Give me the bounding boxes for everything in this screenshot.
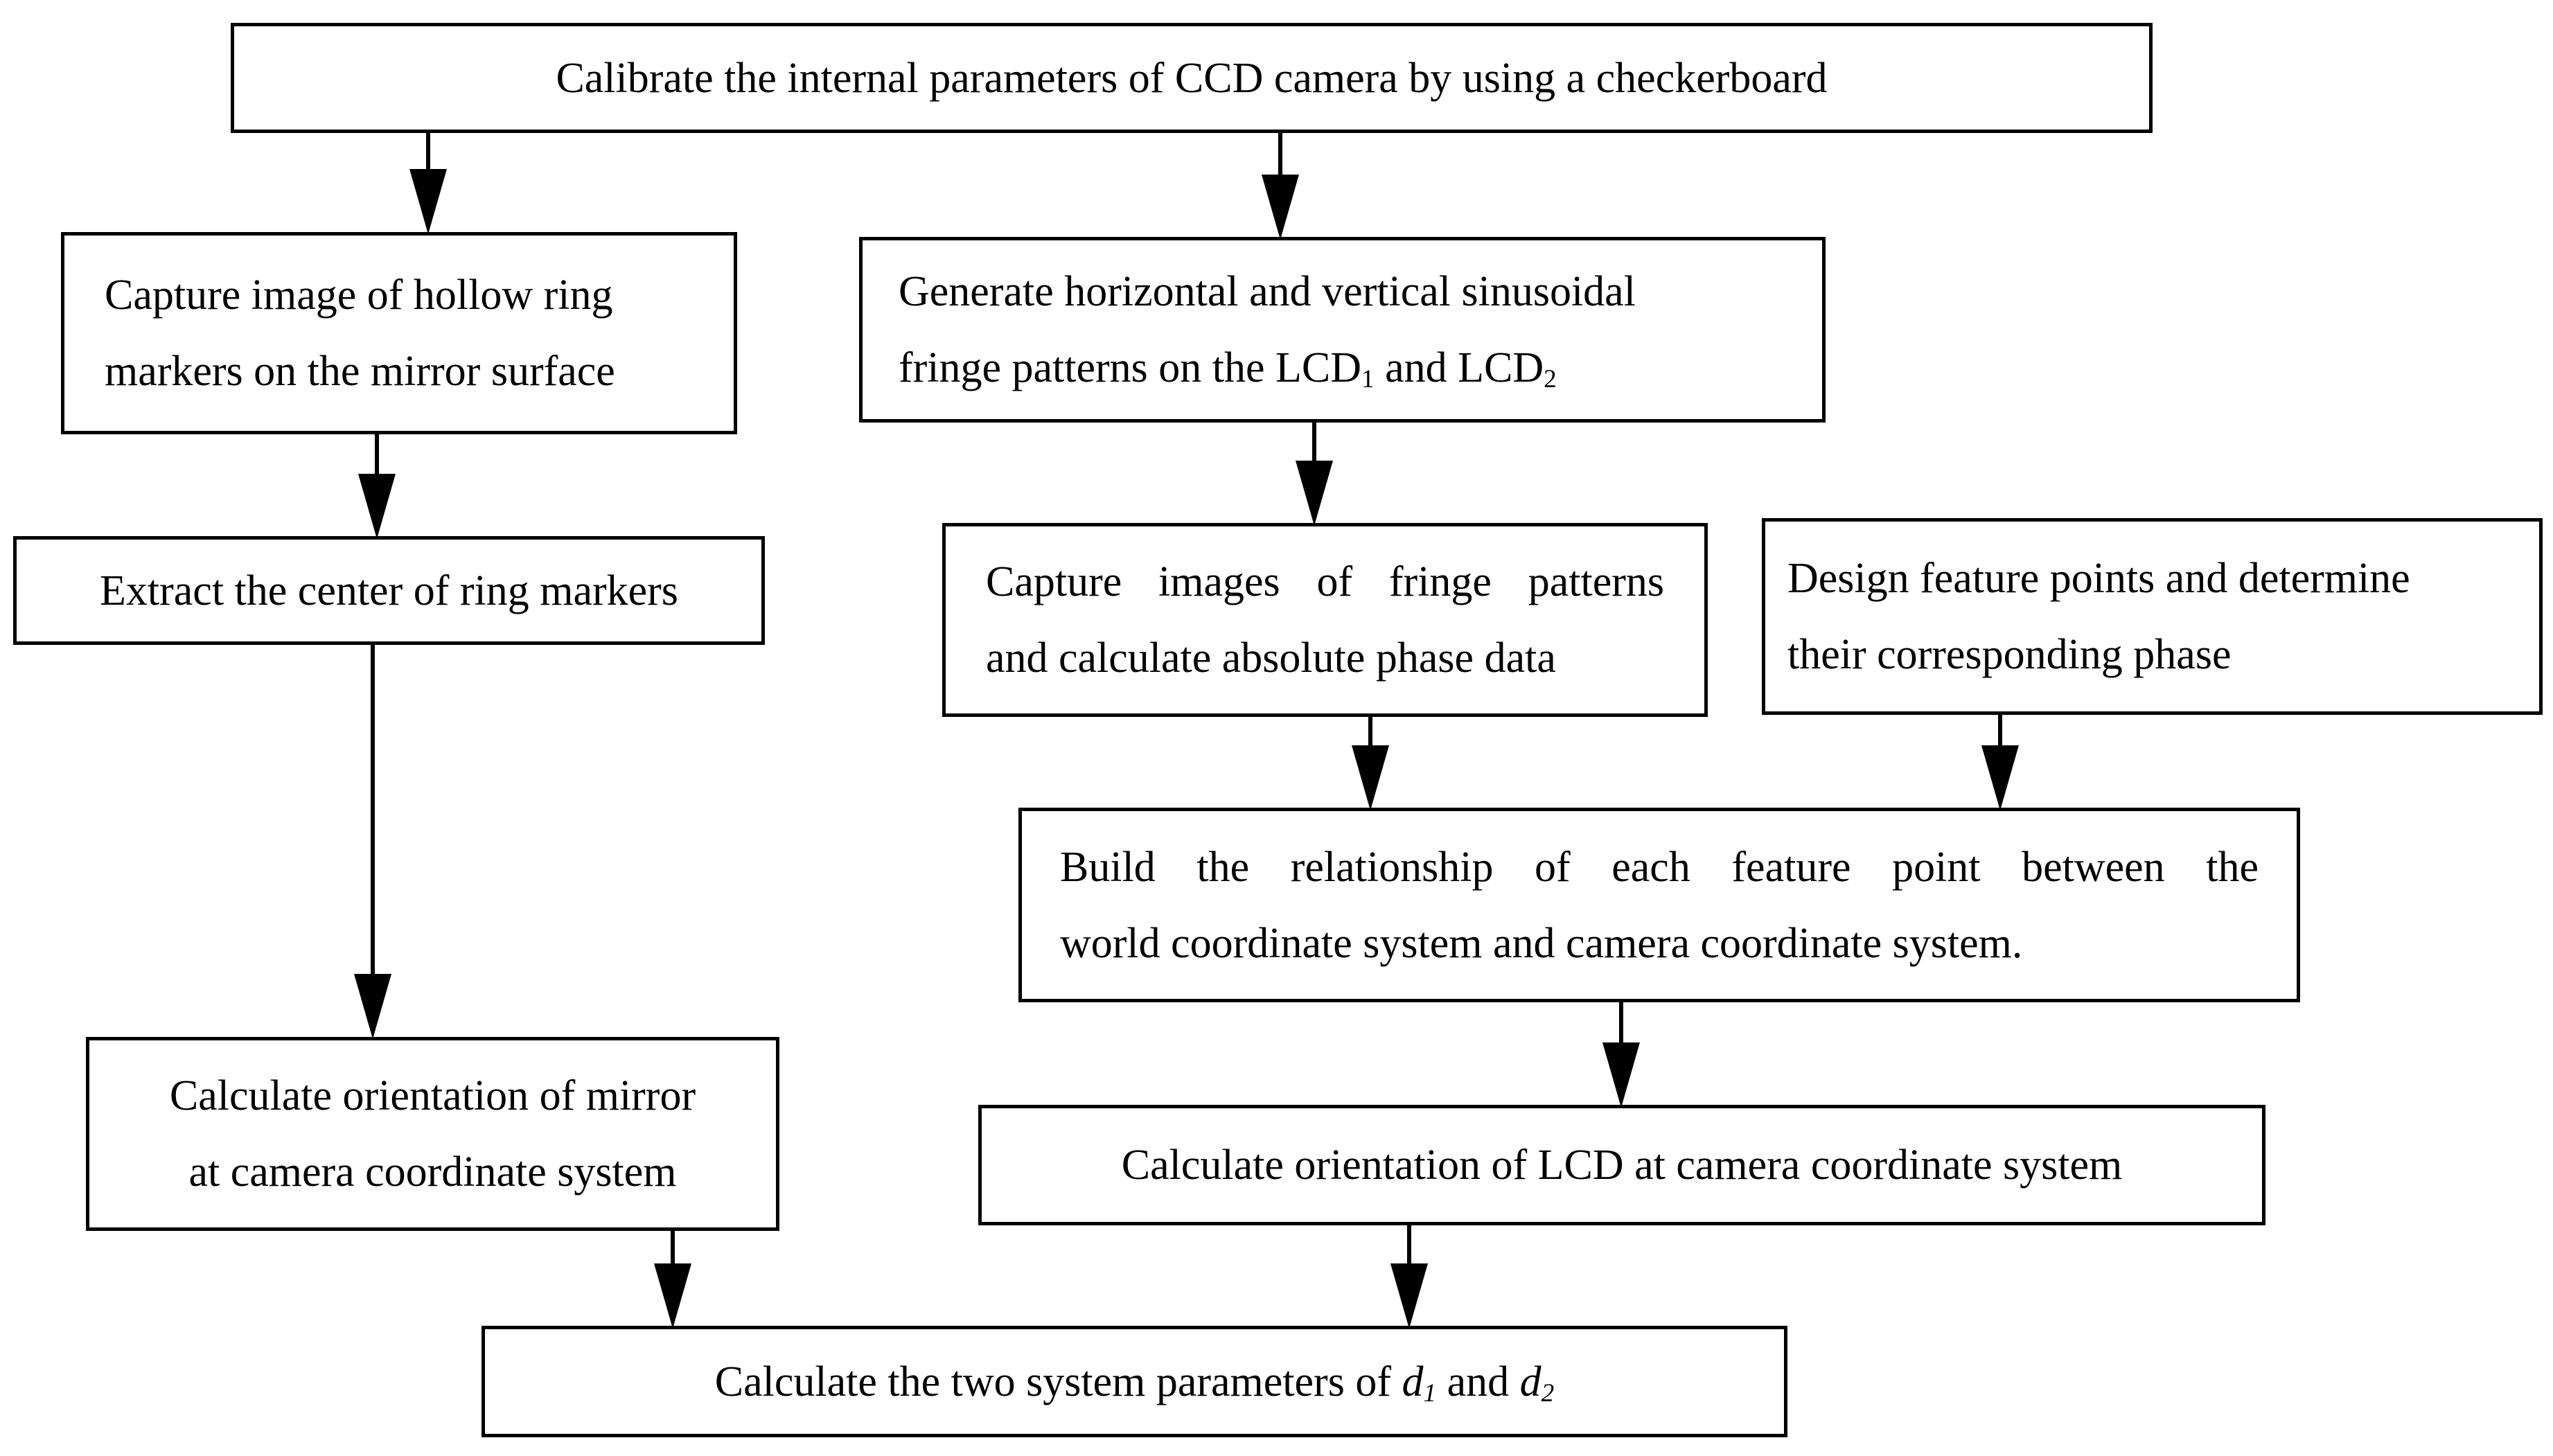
arrowhead-icon xyxy=(1296,461,1333,526)
node-build-relationship: Build the relationship of each feature p… xyxy=(1018,808,2300,1002)
arrowhead-icon xyxy=(654,1263,691,1329)
node-capture-fringe-images: Capture images of fringe patterns and cal… xyxy=(942,523,1708,717)
node-extract-ring-centers: Extract the center of ring markers xyxy=(13,536,765,645)
node-label-line: and calculate absolute phase data xyxy=(986,634,1556,682)
node-label-line: Design feature points and determine xyxy=(1787,555,2410,602)
arrowhead-icon xyxy=(1352,745,1389,810)
node-lcd-orientation: Calculate orientation of LCD at camera c… xyxy=(978,1105,2265,1225)
arrow-capture_ring-to-extract xyxy=(358,433,396,539)
arrow-design-to-build xyxy=(1981,713,2019,810)
arrowhead-icon xyxy=(358,474,396,539)
arrow-build-to-lcd xyxy=(1602,1001,1640,1108)
node-label-line: Calculate the two system parameters of d… xyxy=(714,1358,1555,1408)
node-label-line: at camera coordinate system xyxy=(188,1148,677,1196)
arrowhead-icon xyxy=(1262,175,1299,240)
arrow-generate-to-capture_fringe xyxy=(1296,421,1333,526)
node-label-line: markers on the mirror surface xyxy=(105,348,615,395)
node-generate-fringe-patterns: Generate horizontal and vertical sinusoi… xyxy=(859,237,1826,423)
arrow-lcd-to-final xyxy=(1390,1224,1428,1329)
arrow-mirror-to-final xyxy=(654,1229,691,1329)
node-label-line: Build the relationship of each feature p… xyxy=(1060,843,2259,891)
node-label-line: Calibrate the internal parameters of CCD… xyxy=(556,54,1828,102)
node-design-feature-points: Design feature points and determine their… xyxy=(1762,518,2543,715)
node-label-line: Extract the center of ring markers xyxy=(100,567,678,614)
node-label-line: fringe patterns on the LCD1 and LCD2 xyxy=(899,344,1557,394)
node-label-line: their corresponding phase xyxy=(1787,631,2232,678)
arrowhead-icon xyxy=(1602,1042,1640,1108)
arrow-calibrate-to-generate xyxy=(1262,132,1299,240)
arrow-capture_fringe-to-build xyxy=(1352,716,1389,810)
node-label-line: Capture images of fringe patterns xyxy=(986,558,1664,605)
node-label-line: Calculate orientation of mirror xyxy=(169,1072,696,1119)
node-calibrate-camera: Calibrate the internal parameters of CCD… xyxy=(231,23,2153,133)
node-label-line: Generate horizontal and vertical sinusoi… xyxy=(899,268,1636,315)
node-mirror-orientation: Calculate orientation of mirror at camera… xyxy=(86,1037,779,1231)
node-label-line: Calculate orientation of LCD at camera c… xyxy=(1121,1142,2123,1189)
node-label-line: Capture image of hollow ring xyxy=(105,272,613,319)
arrowhead-icon xyxy=(354,974,391,1039)
node-label-line: world coordinate system and camera coord… xyxy=(1060,919,2023,967)
arrowhead-icon xyxy=(1981,745,2019,810)
arrow-extract-to-mirror xyxy=(354,643,391,1039)
arrowhead-icon xyxy=(1390,1263,1428,1329)
arrow-calibrate-to-capture_ring xyxy=(409,132,447,234)
node-capture-ring-markers: Capture image of hollow ring markers on t… xyxy=(61,232,737,434)
node-system-parameters: Calculate the two system parameters of d… xyxy=(482,1326,1787,1437)
arrowhead-icon xyxy=(409,169,447,234)
